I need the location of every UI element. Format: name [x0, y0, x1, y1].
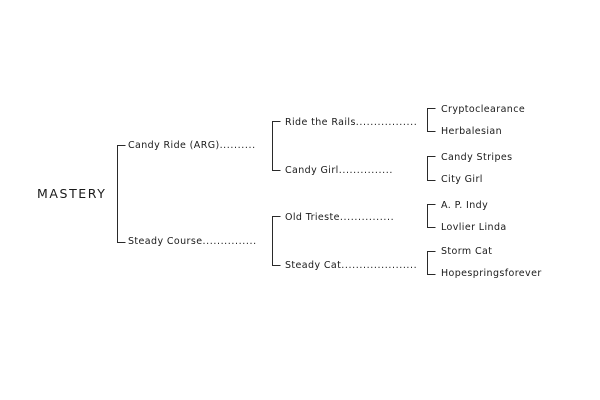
- bracket-gen1: [117, 145, 126, 243]
- bracket-candy-girl: [427, 156, 436, 181]
- maternal-granddam-name: Steady Cat: [285, 259, 416, 273]
- great-grandsire-3: A. P. Indy: [441, 200, 489, 211]
- great-grandsire-4: Storm Cat: [441, 246, 493, 257]
- great-granddam-3: Lovlier Linda: [441, 222, 507, 233]
- maternal-grandsire-name: Old Trieste: [285, 211, 394, 225]
- paternal-grandsire-name: Ride the Rails: [285, 116, 416, 130]
- bracket-old-trieste: [427, 204, 436, 228]
- great-grandsire-2: Candy Stripes: [441, 152, 513, 163]
- bracket-steady-course: [272, 216, 281, 266]
- subject-horse-name: MASTERY: [37, 186, 107, 201]
- sire-name: Candy Ride (ARG): [128, 139, 255, 153]
- bracket-candy-ride: [272, 121, 281, 171]
- great-granddam-2: City Girl: [441, 174, 483, 185]
- great-granddam-1: Herbalesian: [441, 126, 503, 137]
- bracket-ride-the-rails: [427, 108, 436, 132]
- great-granddam-4: Hopespringsforever: [441, 268, 542, 279]
- dam-name: Steady Course: [128, 235, 257, 249]
- bracket-steady-cat: [427, 251, 436, 275]
- paternal-granddam-name: Candy Girl: [285, 164, 392, 178]
- great-grandsire-1: Cryptoclearance: [441, 104, 526, 115]
